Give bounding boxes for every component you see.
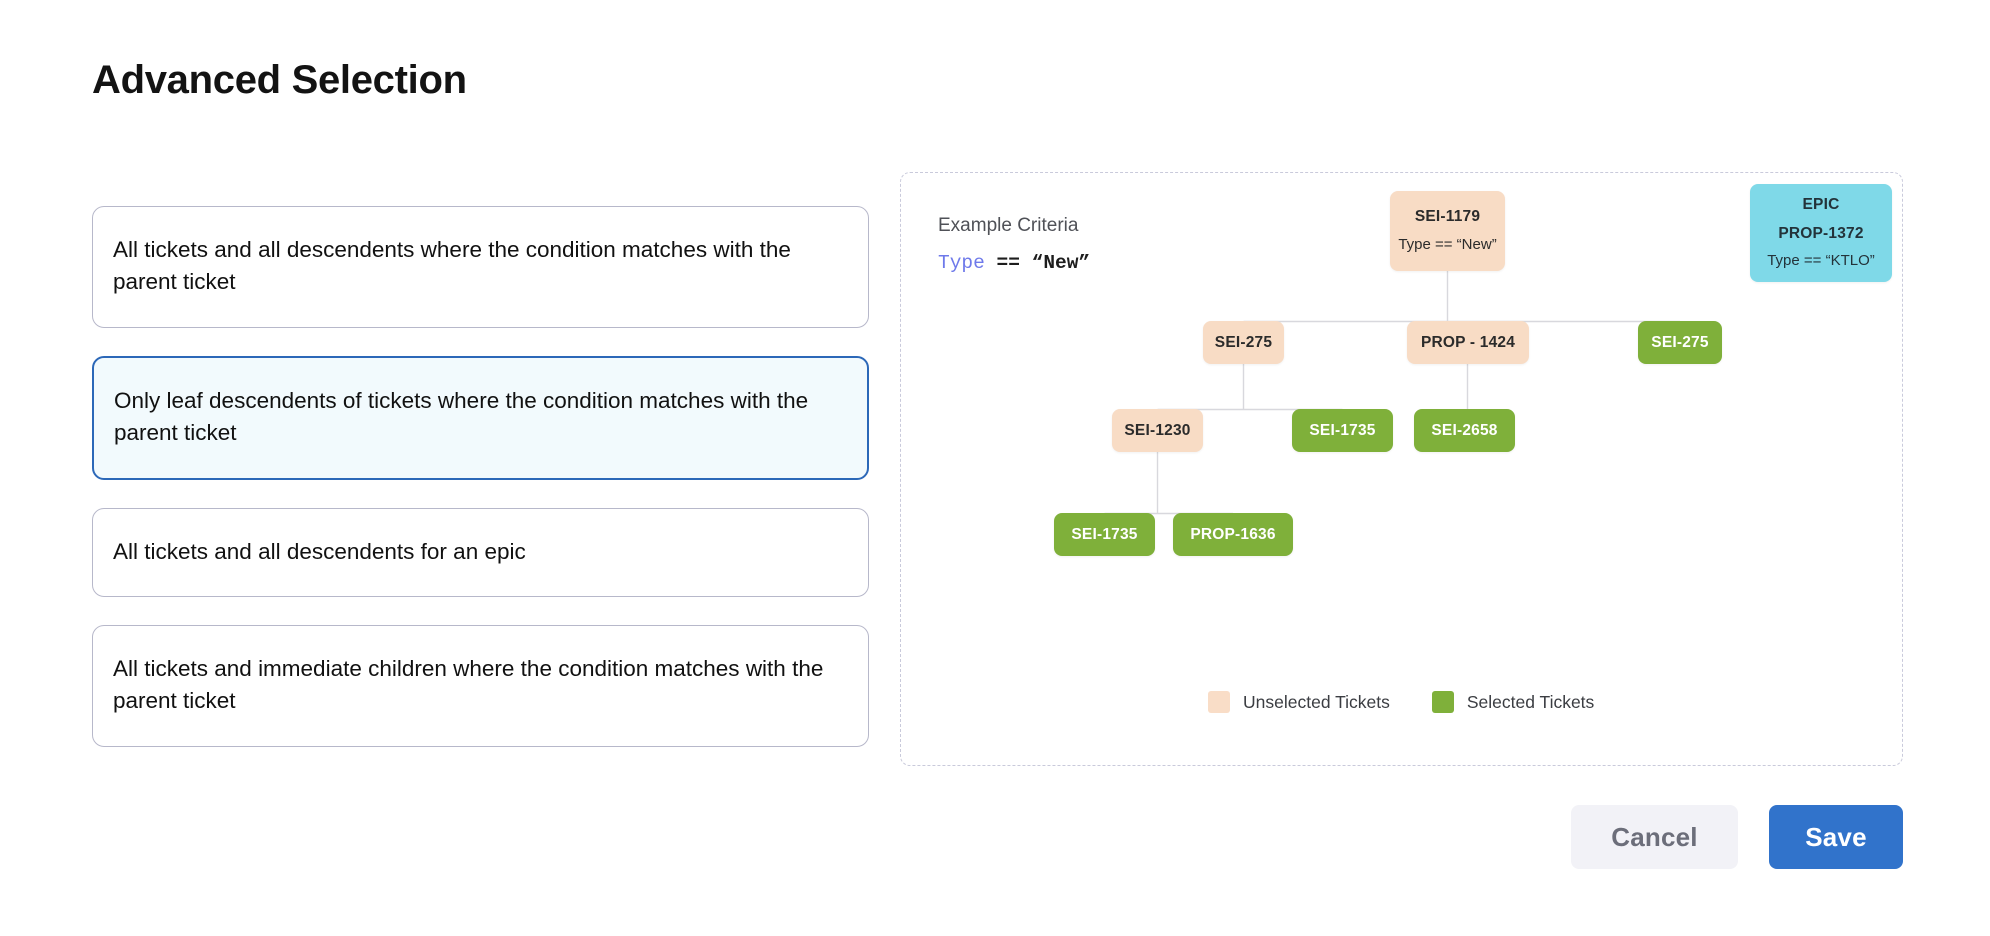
node-id: SEI-275 — [1651, 333, 1709, 351]
option-label: All tickets and immediate children where… — [113, 655, 824, 713]
criteria-operator: == — [996, 252, 1020, 274]
tree-node-sei-1735-b[interactable]: SEI-1735 — [1054, 513, 1155, 556]
criteria-value: “New” — [1031, 252, 1091, 274]
tree-node-prop-1636[interactable]: PROP-1636 — [1173, 513, 1293, 556]
criteria-field: Type — [938, 252, 985, 274]
node-id: SEI-275 — [1214, 333, 1273, 351]
option-card-all-descendents-epic[interactable]: All tickets and all descendents for an e… — [92, 507, 869, 597]
option-card-leaf-descendents-condition[interactable]: Only leaf descendents of tickets where t… — [92, 355, 869, 480]
tree-node-sei-1735-a[interactable]: SEI-1735 — [1292, 409, 1393, 452]
tree-node-sei-1179[interactable]: SEI-1179 Type == “New” — [1390, 191, 1505, 271]
node-id: PROP-1372 — [1778, 224, 1864, 242]
tree-node-prop-1424[interactable]: PROP - 1424 — [1407, 321, 1529, 364]
node-id: PROP-1636 — [1190, 525, 1276, 543]
dialog-footer: Cancel Save — [0, 805, 1903, 869]
node-id: SEI-1735 — [1309, 421, 1376, 439]
node-id: SEI-2658 — [1431, 421, 1498, 439]
option-label: All tickets and all descendents where th… — [113, 237, 791, 294]
node-id: SEI-1735 — [1071, 525, 1138, 543]
page-title: Advanced Selection — [92, 58, 467, 102]
legend-swatch-unselected-icon — [1208, 691, 1230, 713]
legend-item-unselected: Unselected Tickets — [1208, 691, 1390, 713]
legend-label: Unselected Tickets — [1243, 691, 1390, 712]
cancel-button[interactable]: Cancel — [1571, 805, 1738, 869]
tree-node-epic-prop-1372[interactable]: EPIC PROP-1372 Type == “KTLO” — [1750, 184, 1892, 282]
node-condition: Type == “KTLO” — [1767, 252, 1875, 269]
tree-node-sei-275-b[interactable]: SEI-275 — [1638, 321, 1722, 364]
example-diagram-panel: Example Criteria Type == “New” — [900, 172, 1903, 766]
criteria-expression: Type == “New” — [938, 252, 1090, 274]
tree-node-sei-275-a[interactable]: SEI-275 — [1203, 321, 1284, 364]
criteria-label: Example Criteria — [938, 215, 1079, 236]
node-title: EPIC — [1802, 196, 1840, 214]
tree-node-sei-1230[interactable]: SEI-1230 — [1112, 409, 1203, 452]
node-id: PROP - 1424 — [1420, 333, 1516, 351]
diagram-legend: Unselected Tickets Selected Tickets — [1208, 691, 1594, 713]
node-condition: Type == “New” — [1398, 235, 1497, 253]
tree-node-sei-2658[interactable]: SEI-2658 — [1414, 409, 1515, 452]
legend-item-selected: Selected Tickets — [1431, 691, 1595, 713]
option-label: Only leaf descendents of tickets where t… — [114, 387, 809, 445]
selection-options-list: All tickets and all descendents where th… — [92, 206, 869, 775]
node-id: SEI-1230 — [1124, 421, 1191, 439]
legend-label: Selected Tickets — [1466, 691, 1595, 712]
save-button[interactable]: Save — [1769, 805, 1903, 869]
option-card-all-descendents-condition[interactable]: All tickets and all descendents where th… — [92, 206, 869, 328]
legend-swatch-selected-icon — [1431, 691, 1454, 713]
option-label: All tickets and all descendents for an e… — [113, 538, 526, 564]
node-id: SEI-1179 — [1414, 208, 1481, 226]
option-card-immediate-children-condition[interactable]: All tickets and immediate children where… — [92, 624, 869, 747]
